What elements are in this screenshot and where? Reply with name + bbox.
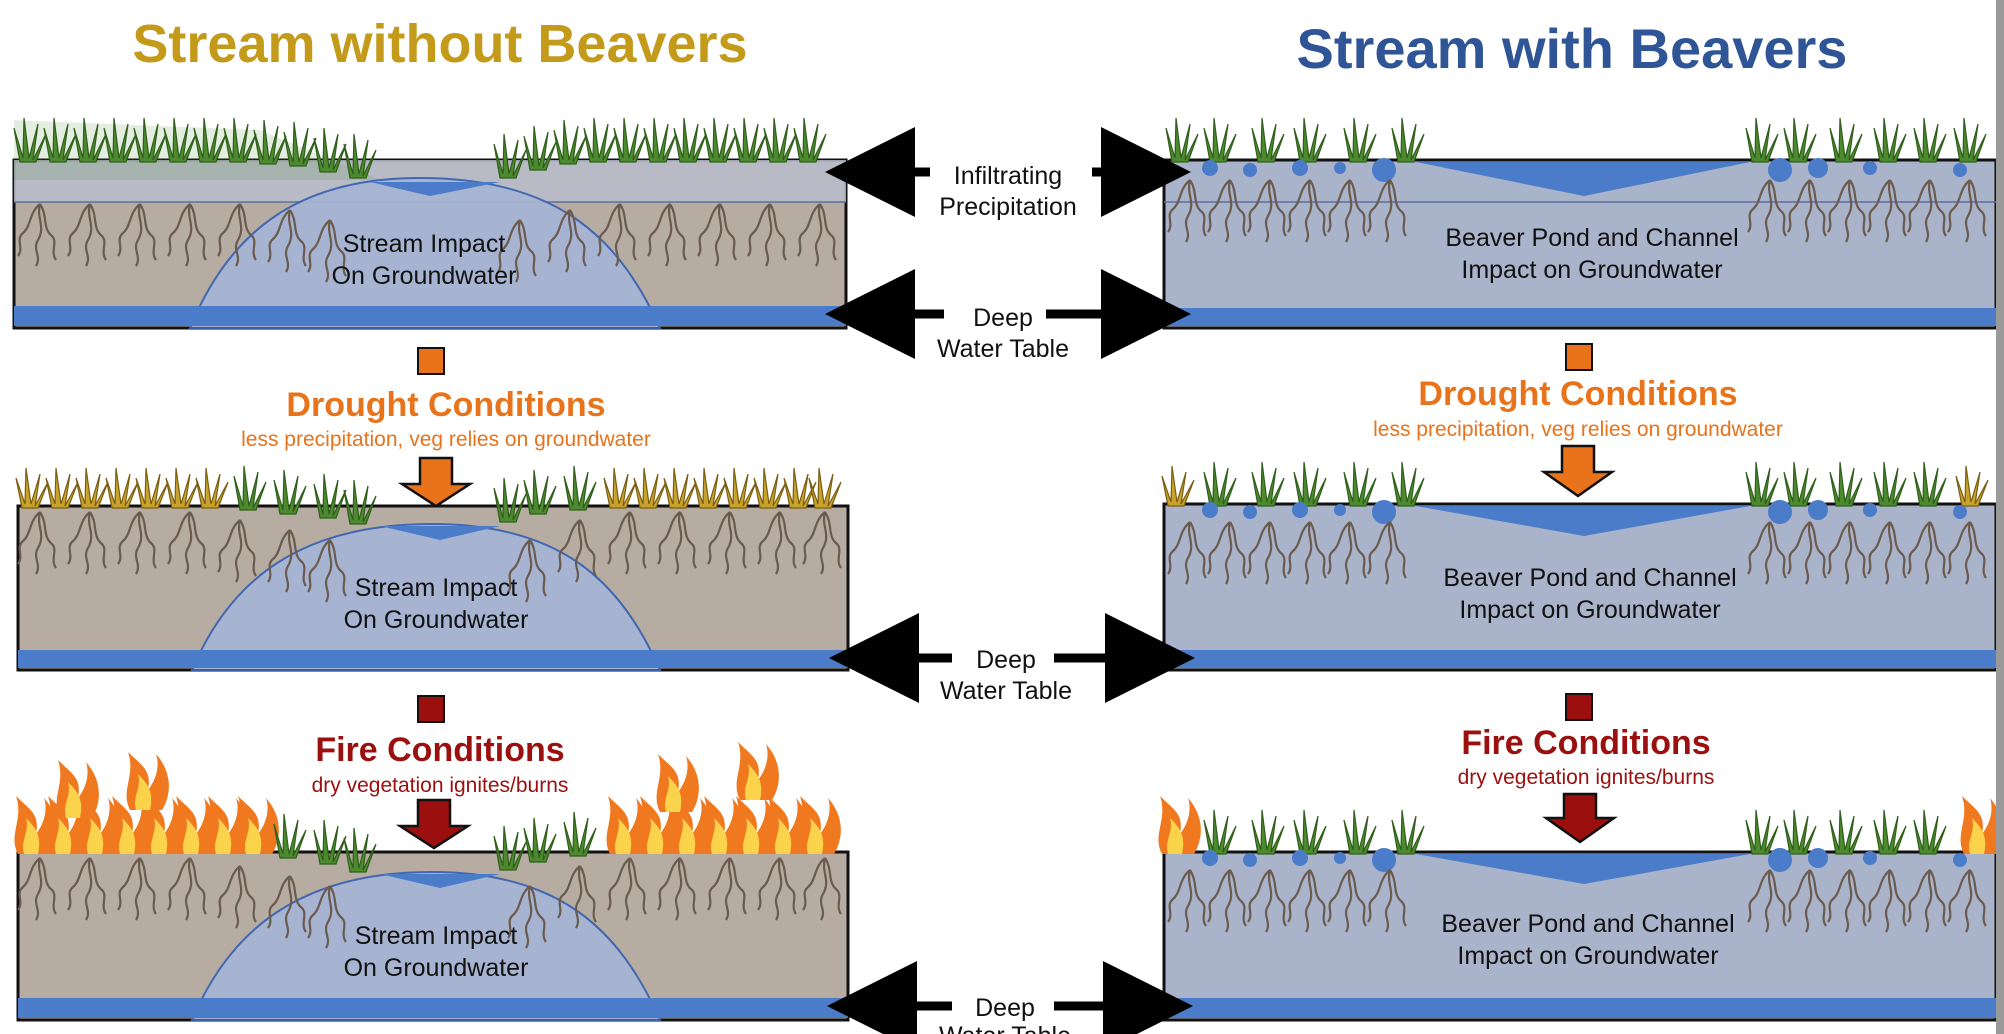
deep-label-line1: Deep — [976, 646, 1036, 674]
stream-impact-label-line1: Stream Impact — [355, 574, 518, 602]
beaver-impact-label-line1: Beaver Pond and Channel — [1445, 224, 1738, 252]
right-title: Stream with Beavers — [1297, 17, 1848, 80]
right-drought-sub: less precipitation, veg relies on ground… — [1373, 418, 1783, 441]
stream-impact-label-line1: Stream Impact — [355, 922, 518, 950]
left-panel-drought: Stream Impact On Groundwater — [15, 465, 850, 672]
left-fire-block: Fire Conditions dry vegetation ignites/b… — [312, 695, 569, 850]
deep-water-arrows-1: Deep Water Table — [825, 269, 1191, 363]
fire-arrow-icon — [395, 798, 473, 850]
left-fire-title: Fire Conditions — [315, 731, 564, 769]
left-panel-normal: Stream Impact On Groundwater — [12, 117, 848, 330]
right-fire-title: Fire Conditions — [1461, 724, 1710, 762]
right-drought-title: Drought Conditions — [1418, 375, 1737, 413]
stream-impact-label-line2: On Groundwater — [332, 262, 517, 290]
grass-icon — [1165, 117, 1987, 163]
deep-water-arrows-3: Deep Water Table — [827, 961, 1193, 1034]
deep-water-arrows-2: Deep Water Table — [829, 613, 1195, 705]
beaver-impact-label-line1: Beaver Pond and Channel — [1443, 564, 1736, 592]
drought-arrow-icon — [1540, 444, 1616, 498]
right-panel-normal: Beaver Pond and Channel Impact on Ground… — [1162, 117, 1998, 330]
right-panel-fire: Beaver Pond and Channel Impact on Ground… — [1158, 796, 2003, 1022]
right-drought-block: Drought Conditions less precipitation, v… — [1373, 343, 1783, 498]
left-drought-title: Drought Conditions — [286, 386, 605, 424]
infiltrating-label-line2: Precipitation — [939, 193, 1077, 221]
fire-arrow-icon — [1542, 792, 1618, 844]
beaver-impact-label-line1: Beaver Pond and Channel — [1441, 910, 1734, 938]
deep-label-line2: Water Table — [939, 1022, 1071, 1034]
beaver-impact-label-line2: Impact on Groundwater — [1459, 596, 1720, 624]
stream-impact-label-line1: Stream Impact — [343, 230, 506, 258]
deep-label-line1: Deep — [975, 994, 1035, 1022]
left-drought-block: Drought Conditions less precipitation, v… — [241, 347, 651, 508]
drought-arrow-icon — [397, 456, 475, 508]
left-panel-fire: Stream Impact On Groundwater — [14, 742, 850, 1022]
deep-label-line2: Water Table — [937, 335, 1069, 363]
beaver-impact-label-line2: Impact on Groundwater — [1457, 942, 1718, 970]
stream-impact-label-line2: On Groundwater — [344, 606, 529, 634]
infiltrating-arrows: Infiltrating Precipitation — [825, 127, 1191, 221]
stream-impact-label-line2: On Groundwater — [344, 954, 529, 982]
beaver-impact-label-line2: Impact on Groundwater — [1461, 256, 1722, 284]
deep-label-line1: Deep — [973, 304, 1033, 332]
right-panel-drought: Beaver Pond and Channel Impact on Ground… — [1161, 461, 1998, 672]
infiltrating-label-line1: Infiltrating — [954, 162, 1062, 190]
right-fire-block: Fire Conditions dry vegetation ignites/b… — [1458, 693, 1715, 844]
left-title: Stream without Beavers — [132, 14, 747, 74]
deep-label-line2: Water Table — [940, 677, 1072, 705]
left-drought-sub: less precipitation, veg relies on ground… — [241, 428, 651, 451]
left-fire-sub: dry vegetation ignites/burns — [312, 774, 569, 797]
right-fire-sub: dry vegetation ignites/burns — [1458, 766, 1715, 789]
